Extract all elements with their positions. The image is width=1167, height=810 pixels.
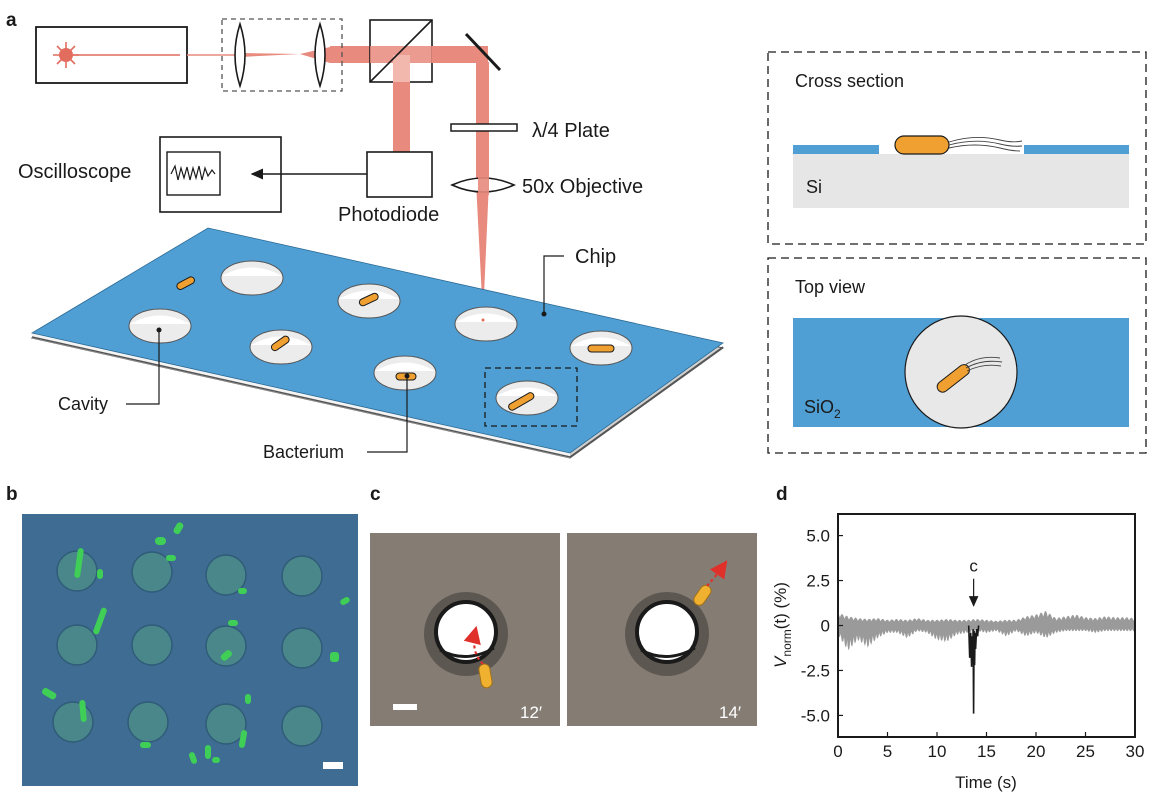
- photodiode-box: [366, 151, 433, 198]
- annotation-label: c: [969, 557, 978, 576]
- panel-b-letter: b: [6, 484, 18, 505]
- oscilloscope-label: Oscilloscope: [18, 161, 131, 183]
- beam-focus: [240, 53, 300, 57]
- frame-left: 12′: [370, 533, 560, 726]
- cavity: [220, 260, 284, 296]
- zoom-box: [484, 367, 578, 427]
- y-tick-label: 0: [821, 617, 830, 636]
- quarter-plate-label: λ/4 Plate: [532, 120, 610, 142]
- sio2-layer-left: [793, 145, 879, 154]
- si-label: Si: [806, 177, 822, 197]
- bacterium: [176, 276, 195, 291]
- panel-a-letter: a: [6, 10, 17, 31]
- x-tick-label: 25: [1076, 742, 1095, 761]
- bacterium: [894, 135, 950, 155]
- scale-bar-b: [323, 762, 343, 769]
- trajectory-arrow: [706, 560, 728, 587]
- series-baseline-noise: [837, 611, 1135, 650]
- quarter-wave-plate: [450, 123, 518, 132]
- bacterium: [587, 344, 615, 353]
- series-event-trace: [967, 625, 980, 714]
- flagella: [948, 137, 1023, 152]
- inset-cross-section: Cross section Si: [767, 51, 1147, 245]
- laser-source: [35, 26, 188, 84]
- laser-burst-icon: [53, 42, 79, 68]
- panel-d-letter: d: [776, 484, 788, 505]
- bacterium: [270, 335, 290, 352]
- bacterium: [358, 292, 379, 307]
- cavity: [569, 330, 633, 366]
- photodiode-label: Photodiode: [338, 204, 439, 226]
- focused-beam: [476, 182, 489, 318]
- waveform-icon: [170, 164, 216, 181]
- sio2-label: SiO: [804, 397, 834, 417]
- y-tick-label: 5.0: [806, 527, 830, 546]
- lens-1: [234, 21, 246, 89]
- x-tick-label: 15: [977, 742, 996, 761]
- scale-bar-c: [393, 704, 417, 710]
- panel-c: c 12′ 14′: [370, 484, 757, 726]
- chip-label: Chip: [575, 246, 616, 268]
- cavity: [128, 308, 192, 344]
- cavity: [454, 306, 518, 342]
- panel-a: a: [6, 10, 1147, 462]
- micrograph-bacteria: [42, 522, 350, 764]
- bacterium: [508, 392, 535, 411]
- cavity-label: Cavity: [58, 394, 108, 414]
- panel-c-letter: c: [370, 484, 381, 505]
- x-tick-label: 5: [883, 742, 892, 761]
- y-tick-label: -2.5: [801, 661, 830, 680]
- y-tick-label: 2.5: [806, 572, 830, 591]
- bacterium: [478, 663, 493, 689]
- cross-section-title: Cross section: [795, 71, 904, 91]
- trajectory-arrow: [463, 625, 484, 665]
- y-axis-label-sub: norm: [780, 629, 794, 656]
- sio2-layer-right: [1024, 145, 1129, 154]
- x-axis-label: Time (s): [955, 773, 1017, 792]
- y-tick-label: -5.0: [801, 706, 830, 725]
- sio2-subscript: 2: [834, 407, 841, 421]
- bacterium: [693, 584, 712, 606]
- si-substrate: [793, 154, 1129, 208]
- oscilloscope-screen: [166, 151, 221, 196]
- y-axis-label-suffix: (t) (%): [771, 582, 790, 629]
- cavities: [128, 260, 633, 416]
- frame-right: 14′: [567, 533, 757, 726]
- y-axis-label: Vnorm(t) (%): [771, 582, 794, 668]
- x-tick-label: 10: [928, 742, 947, 761]
- frame-right-time: 14′: [719, 703, 741, 722]
- x-tick-label: 20: [1027, 742, 1046, 761]
- y-axis-label-main: V: [771, 655, 790, 668]
- panel-b: b: [6, 484, 358, 786]
- x-tick-label: 30: [1126, 742, 1145, 761]
- lens-2: [314, 21, 326, 89]
- bacteria: [176, 276, 615, 411]
- svg-text:SiO2: SiO2: [804, 397, 841, 421]
- bacterium-label: Bacterium: [263, 442, 344, 462]
- chart: 0 5 10 15 20 25 30 5.0 2.5 0 -2.5 -5.0 c: [801, 513, 1145, 761]
- top-view-title: Top view: [795, 277, 866, 297]
- cavity: [337, 283, 401, 319]
- x-tick-label: 0: [833, 742, 842, 761]
- frame-left-time: 12′: [520, 703, 542, 722]
- objective-label: 50x Objective: [522, 176, 643, 198]
- mirror: [464, 32, 502, 72]
- flagella: [964, 356, 1003, 372]
- inset-top-view: Top view SiO2: [767, 257, 1147, 454]
- micrograph-cavities: [52, 550, 323, 747]
- telescope-box: [221, 18, 343, 92]
- beam-splitter: [369, 19, 433, 83]
